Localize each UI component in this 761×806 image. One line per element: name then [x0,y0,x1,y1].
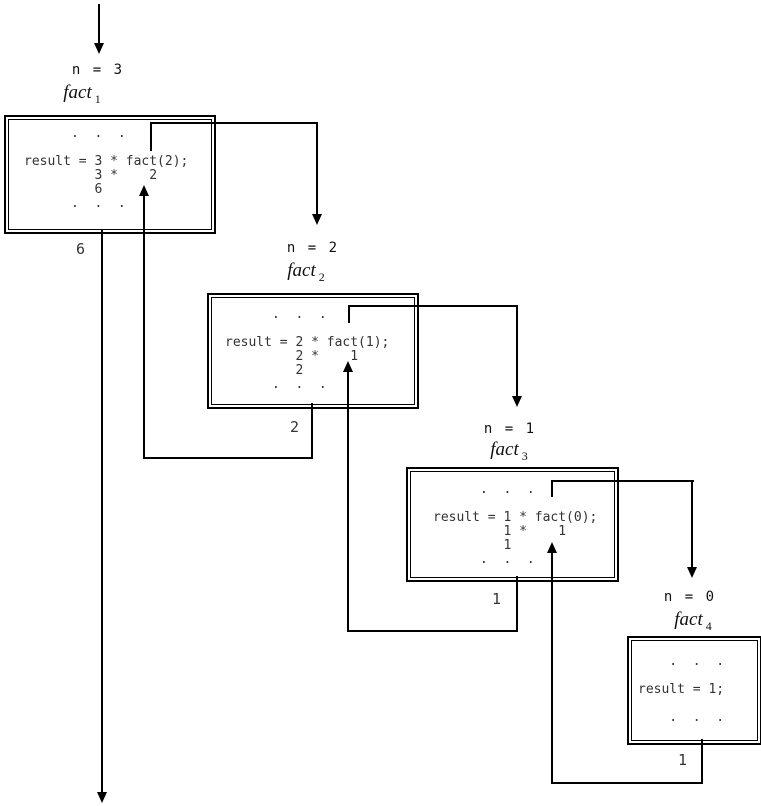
frame2-function-subscript: 2 [318,269,325,284]
frame2-n-label: n = 2 [286,240,340,256]
frame2-inner-border [211,297,415,405]
entry-arrow-line [98,4,100,44]
return-arrow-4-up [551,552,553,784]
frame3-activation-box: . . . result = 1 * fact(0); 1 * 1 1 . . … [406,467,619,582]
entry-arrowhead-down-icon [94,43,104,54]
return-arrow-3-arrowhead-up-icon [343,361,353,372]
frame2-function-name: fact [287,260,316,281]
return-arrow-4-arrowhead-up-icon [547,542,557,553]
frame1-inner-border [8,119,212,230]
return-arrow-4-down [701,739,703,784]
frame4-inner-border [631,640,758,741]
frame1-function-subscript: 1 [94,91,101,106]
return-arrow-3-up [347,371,349,632]
return-arrow-2-arrowhead-up-icon [139,185,149,196]
return-arrow-2-horizontal [143,457,313,459]
frame1-return-value-label: 6 [76,240,86,258]
call-arrow-3-bracket [551,480,553,497]
frame3-return-value-label: 1 [492,590,502,608]
call-arrow-1-arrowhead-down-icon [312,214,322,225]
frame3-n-label: n = 1 [483,421,537,437]
call-arrow-2-bracket [348,305,350,323]
call-arrow-1-bracket [150,122,152,151]
return-arrow-3-horizontal [347,630,518,632]
frame3-function-subscript: 3 [521,448,528,463]
call-arrow-2-arrowhead-down-icon [512,396,522,407]
call-arrow-3-horizontal [551,480,694,482]
call-arrow-1-horizontal [150,122,318,124]
frame4-n-label: n = 0 [663,589,717,605]
call-arrow-3-arrowhead-down-icon [687,567,697,578]
frame1-code-text: . . . result = 3 * fact(2); 3 * 2 6 . . … [24,126,189,211]
return-arrow-2-up [143,195,145,459]
frame3-function-name: fact [490,439,519,460]
frame4-code-text: . . . result = 1; . . . [638,654,725,725]
frame4-return-value-label: 1 [678,751,688,769]
frame1-function-name: fact [63,82,92,103]
call-arrow-2-vertical [516,305,518,397]
return-arrow-2-down [311,403,313,459]
final-return-arrowhead-down-icon [97,792,107,803]
frame3-code-text: . . . result = 1 * fact(0); 1 * 1 1 . . … [433,482,598,567]
return-arrow-4-horizontal [551,782,703,784]
call-arrow-1-vertical [316,122,318,215]
frame4-activation-box: . . . result = 1; . . . [627,636,761,745]
return-arrow-3-down [516,576,518,632]
frame1-n-label: n = 3 [71,62,125,78]
call-arrow-2-horizontal [348,305,518,307]
frame2-return-value-label: 2 [290,418,300,436]
frame4-function-name: fact [674,609,703,630]
frame4-function-subscript: 4 [705,618,712,633]
frame3-inner-border [410,471,615,578]
final-return-arrow-line [101,229,103,792]
frame1-activation-box: . . . result = 3 * fact(2); 3 * 2 6 . . … [4,115,216,234]
call-arrow-3-vertical [691,480,693,568]
frame2-code-text: . . . result = 2 * fact(1); 2 * 1 2 . . … [225,307,390,392]
frame2-activation-box: . . . result = 2 * fact(1); 2 * 1 2 . . … [207,293,419,409]
